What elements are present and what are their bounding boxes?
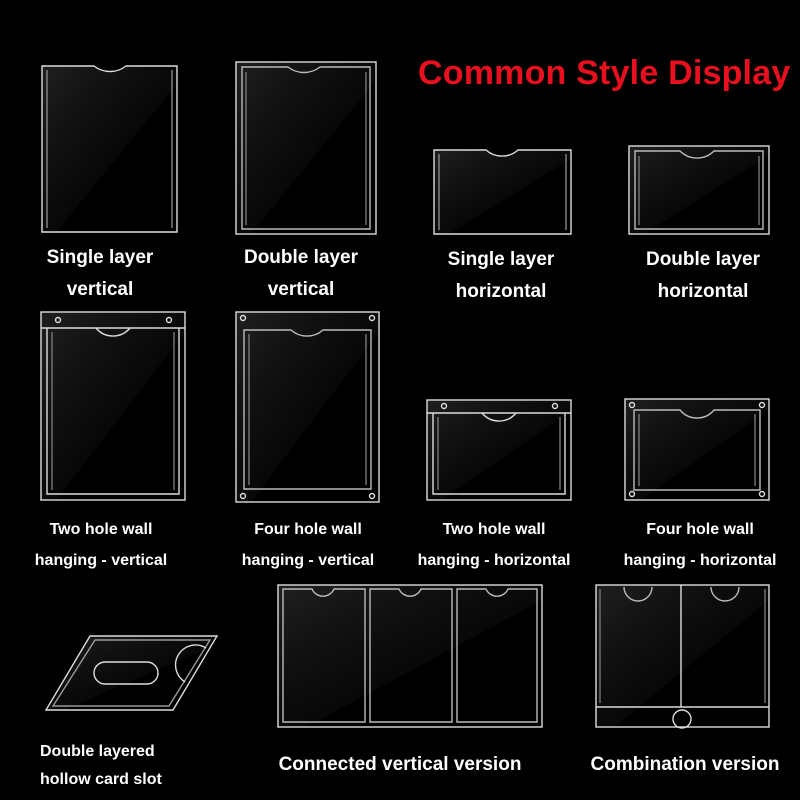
page-title: Common Style Display [418,54,791,92]
two-hole-horizontal-holder [426,399,572,501]
connected-vertical-holder [277,584,543,728]
four-hole-vertical-holder [235,311,380,503]
hollow-card-slot-holder [44,635,219,711]
caption-single-layer-horizontal: Single layer horizontal [447,249,555,302]
caption-four-hole-vertical: Four hole wall hanging - vertical [241,521,375,569]
caption-double-layer-horizontal: Double layer horizontal [645,249,761,302]
two-hole-vertical-holder [40,311,186,501]
caption-combination: Combination version [590,754,780,775]
single-layer-vertical-holder [41,65,178,233]
caption-single-layer-vertical: Single layer vertical [46,247,154,300]
double-layer-vertical-holder [235,61,377,235]
double-layer-horizontal-holder [628,145,770,235]
caption-two-hole-vertical: Two hole wall hanging - vertical [34,521,168,569]
caption-double-layer-vertical: Double layer vertical [243,247,359,300]
four-hole-horizontal-holder [624,398,770,501]
caption-four-hole-horizontal: Four hole wall hanging - horizontal [623,521,777,569]
caption-two-hole-horizontal: Two hole wall hanging - horizontal [417,521,571,569]
combination-holder [595,584,770,729]
caption-connected-vertical: Connected vertical version [278,754,522,775]
single-layer-horizontal-holder [433,149,572,235]
caption-hollow-card-slot: Double layered hollow card slot [40,743,162,788]
